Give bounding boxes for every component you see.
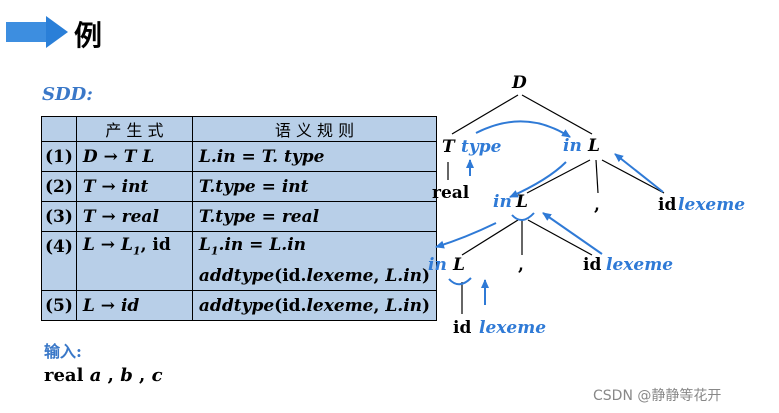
row-num: (4) bbox=[41, 231, 77, 261]
tree-node-L: L bbox=[452, 255, 465, 275]
tree-node-D: D bbox=[511, 73, 527, 93]
row-rule: T.type = real bbox=[191, 201, 438, 232]
tree-node-T: T bbox=[442, 137, 456, 157]
table-row: (1) D → T L L.in = T. type bbox=[41, 141, 438, 172]
row-rule: T.type = int bbox=[191, 171, 438, 202]
row-rule: L1.in = L.in bbox=[191, 231, 438, 261]
row-production: T → real bbox=[75, 201, 193, 232]
row-production: T → int bbox=[75, 171, 193, 202]
table-row: (2) T → int T.type = int bbox=[41, 171, 438, 202]
page-title: 例 bbox=[74, 19, 103, 52]
dependency-arrows bbox=[435, 120, 664, 305]
tree-node-id: id bbox=[453, 318, 471, 338]
tree-attr-in: in bbox=[563, 136, 582, 156]
tree-node-L: L bbox=[587, 136, 600, 156]
row-num: (3) bbox=[41, 201, 77, 232]
tree-node-id: id bbox=[583, 255, 601, 275]
watermark: CSDN @静静等花开 bbox=[593, 388, 722, 404]
tree-attr-in: in bbox=[493, 192, 512, 212]
sdd-label: SDD: bbox=[42, 84, 93, 105]
row-rule: L.in = T. type bbox=[191, 141, 438, 172]
header-production: 产 生 式 bbox=[75, 116, 193, 142]
tree-attr-lexeme: lexeme bbox=[606, 255, 673, 275]
input-value: real a , b , c bbox=[44, 365, 163, 386]
row-rule: addtype(id.lexeme, L.in) bbox=[191, 290, 438, 321]
table-header-row: 产 生 式 语 义 规 则 bbox=[41, 116, 438, 142]
row-production: L → L1, id bbox=[75, 231, 193, 261]
row-production: L → id bbox=[75, 290, 193, 321]
tree-attr-type: type bbox=[461, 137, 502, 157]
banner-arrow-icon bbox=[6, 16, 68, 48]
tree-edges bbox=[447, 94, 665, 314]
row-num: (1) bbox=[41, 141, 77, 172]
row-num: (2) bbox=[41, 171, 77, 202]
tree-attr-lexeme: lexeme bbox=[678, 195, 745, 215]
tree-attr-in: in bbox=[428, 255, 447, 275]
row-num: (5) bbox=[41, 290, 77, 321]
tree-attr-lexeme: lexeme bbox=[479, 318, 546, 338]
table-row: (5) L → id addtype(id.lexeme, L.in) bbox=[41, 290, 438, 321]
tree-node-real: real bbox=[432, 183, 470, 203]
sdd-table: 产 生 式 语 义 规 则 (1) D → T L L.in = T. type… bbox=[41, 116, 438, 321]
input-label: 输入: bbox=[44, 342, 82, 361]
table-row: (3) T → real T.type = real bbox=[41, 201, 438, 232]
tree-node-L: L bbox=[515, 192, 528, 212]
tree-node-comma: , bbox=[518, 255, 524, 275]
table-row: (4) L → L1, id L1.in = L.in bbox=[41, 231, 438, 261]
tree-node-id: id bbox=[658, 195, 676, 215]
tree-node-comma: , bbox=[594, 195, 600, 215]
